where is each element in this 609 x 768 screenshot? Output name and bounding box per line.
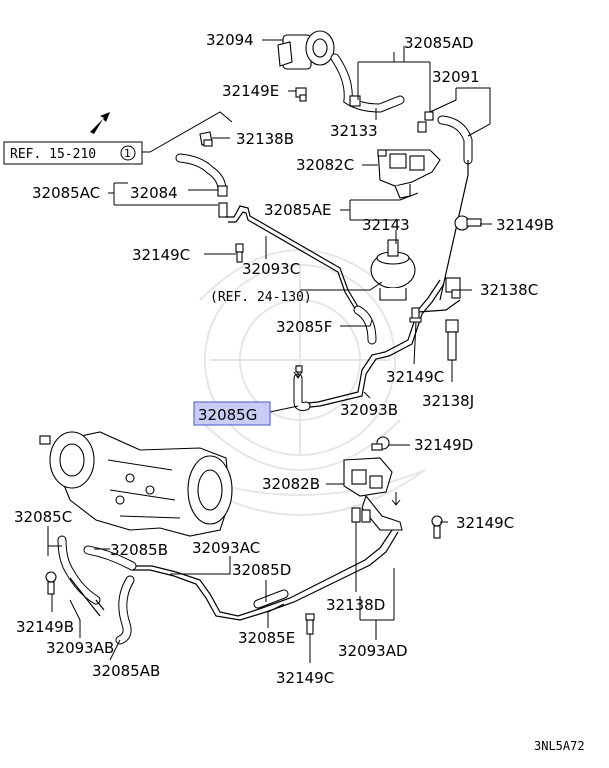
ref-15-210-text: REF. 15-210 xyxy=(10,147,96,162)
label-32149E[interactable]: 32149E xyxy=(222,82,279,100)
bolt-32149B-left-part[interactable] xyxy=(45,571,57,595)
diagram-code: 3NL5A72 xyxy=(534,739,585,753)
label-32138C[interactable]: 32138C xyxy=(480,281,538,299)
part-labels: 32094 32085AD 32091 32149E 32133 32138B … xyxy=(14,31,554,687)
bolt-32149C-mid-part[interactable] xyxy=(409,307,422,323)
label-32149C-d[interactable]: 32149C xyxy=(276,669,334,687)
ref-24-130[interactable]: (REF. 24-130) xyxy=(210,290,312,305)
label-32085F[interactable]: 32085F xyxy=(276,318,332,336)
label-32085C[interactable]: 32085C xyxy=(14,508,72,526)
label-32082C[interactable]: 32082C xyxy=(296,156,354,174)
clip-32138C-part[interactable] xyxy=(445,277,461,299)
leader-lines xyxy=(47,39,492,663)
label-32085AB[interactable]: 32085AB xyxy=(92,662,160,680)
ref-15-210-circle-num: 1 xyxy=(124,147,131,160)
label-32138J[interactable]: 32138J xyxy=(422,392,474,410)
label-32093AC[interactable]: 32093AC xyxy=(192,539,260,557)
label-32149B[interactable]: 32149B xyxy=(496,216,554,234)
solenoid-32082C-part[interactable] xyxy=(377,149,441,199)
label-32085B[interactable]: 32085B xyxy=(110,541,168,559)
label-32149C-b[interactable]: 32149C xyxy=(386,368,444,386)
ref-15-210[interactable]: REF. 15-210 1 xyxy=(3,141,143,165)
bolt-32149C-right-part[interactable] xyxy=(431,515,443,539)
label-32149D[interactable]: 32149D xyxy=(414,436,473,454)
bolt-32149C-bottom-part[interactable] xyxy=(305,613,315,635)
label-32133[interactable]: 32133 xyxy=(330,122,378,140)
bolt-32149C-left-part[interactable] xyxy=(235,243,244,263)
connector-32085AD-part[interactable] xyxy=(424,111,434,121)
label-32093AD[interactable]: 32093AD xyxy=(338,642,408,660)
clip-32138J-part[interactable] xyxy=(445,319,459,361)
ref-arrow-icon xyxy=(90,112,110,134)
label-32138B[interactable]: 32138B xyxy=(236,130,294,148)
label-32149C-c[interactable]: 32149C xyxy=(456,514,514,532)
insulator-32094-part[interactable] xyxy=(277,30,335,70)
differential-assembly-part[interactable] xyxy=(39,431,233,537)
label-32143[interactable]: 32143 xyxy=(362,216,410,234)
label-32149C-a[interactable]: 32149C xyxy=(132,246,190,264)
label-32085AC[interactable]: 32085AC xyxy=(32,184,100,202)
clip-32149E-part[interactable] xyxy=(295,87,307,102)
canister-32143-part[interactable] xyxy=(370,239,416,301)
clip-32138D-part[interactable] xyxy=(351,507,371,523)
label-32091[interactable]: 32091 xyxy=(432,68,480,86)
clip-32138B-part[interactable] xyxy=(199,131,213,147)
label-32084[interactable]: 32084 xyxy=(130,184,178,202)
bolt-32149D-part[interactable] xyxy=(371,436,390,451)
label-32085AD[interactable]: 32085AD xyxy=(404,34,474,52)
label-32085AE[interactable]: 32085AE xyxy=(264,201,331,219)
label-32138D[interactable]: 32138D xyxy=(326,596,385,614)
label-32085G[interactable]: 32085G xyxy=(198,406,257,424)
valve-32082B-part[interactable] xyxy=(343,457,403,531)
label-32085D[interactable]: 32085D xyxy=(232,561,291,579)
label-32093B[interactable]: 32093B xyxy=(340,401,398,419)
label-32085E[interactable]: 32085E xyxy=(238,629,295,647)
bolt-32149B-part[interactable] xyxy=(454,215,482,231)
highlight-32085G[interactable] xyxy=(193,401,271,426)
connector-32133-part[interactable] xyxy=(349,95,361,107)
label-32093C[interactable]: 32093C xyxy=(242,260,300,278)
label-32082B[interactable]: 32082B xyxy=(262,475,320,493)
label-32094[interactable]: 32094 xyxy=(206,31,254,49)
label-32149B-b[interactable]: 32149B xyxy=(16,618,74,636)
label-32093AB[interactable]: 32093AB xyxy=(46,639,114,657)
